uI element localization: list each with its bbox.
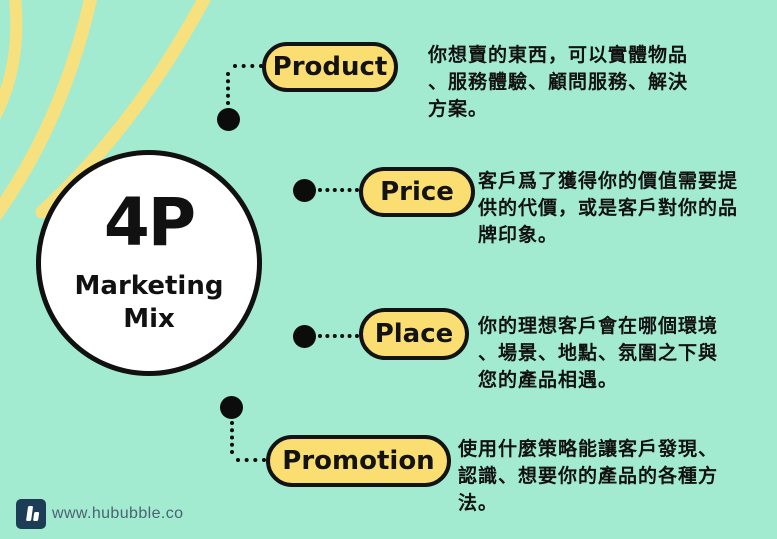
- center-title: 4P: [103, 184, 196, 261]
- connector-line-promotion-horizontal: [236, 458, 266, 462]
- connector-dot-price: [293, 179, 316, 202]
- connector-line-place-horizontal: [318, 334, 359, 338]
- pill-promotion: Promotion: [266, 435, 451, 487]
- description-price: 客戶爲了獲得你的價值需要提 供的代價，或是客戶對你的品 牌印象。: [478, 170, 739, 246]
- logo-bar-short: [33, 512, 40, 521]
- connector-line-price-horizontal: [318, 188, 359, 192]
- connector-line-product-vertical: [226, 72, 230, 105]
- connector-dot-promotion: [220, 396, 243, 419]
- connector-line-product-horizontal: [233, 64, 263, 68]
- logo-bars: [14, 499, 48, 529]
- connector-line-promotion-vertical: [230, 421, 234, 454]
- pill-place-label: Place: [374, 319, 454, 349]
- pill-place: Place: [359, 308, 469, 360]
- pill-promotion-label: Promotion: [282, 446, 435, 476]
- connector-dot-product: [217, 108, 240, 131]
- pill-product: Product: [262, 42, 398, 92]
- center-subtitle: Marketing Mix: [74, 271, 224, 334]
- footer-website-url: www.hububble.co: [52, 505, 184, 522]
- pill-product-label: Product: [272, 52, 388, 82]
- description-product: 你想賣的東西，可以實體物品 、服務體驗、顧問服務、解決 方案。: [428, 44, 689, 120]
- center-circle-4p: 4P Marketing Mix: [36, 150, 262, 376]
- pill-price-label: Price: [380, 177, 454, 207]
- logo-bar-tall: [26, 506, 34, 521]
- description-place: 你的理想客戶會在哪個環境 、場景、地點、氛圍之下與 您的產品相遇。: [478, 315, 719, 391]
- pill-price: Price: [359, 167, 475, 217]
- hububble-logo-icon: [16, 499, 46, 529]
- description-promotion: 使用什麼策略能讓客戶發現、 認識、想要你的產品的各種方 法。: [458, 438, 719, 514]
- connector-dot-place: [293, 325, 316, 348]
